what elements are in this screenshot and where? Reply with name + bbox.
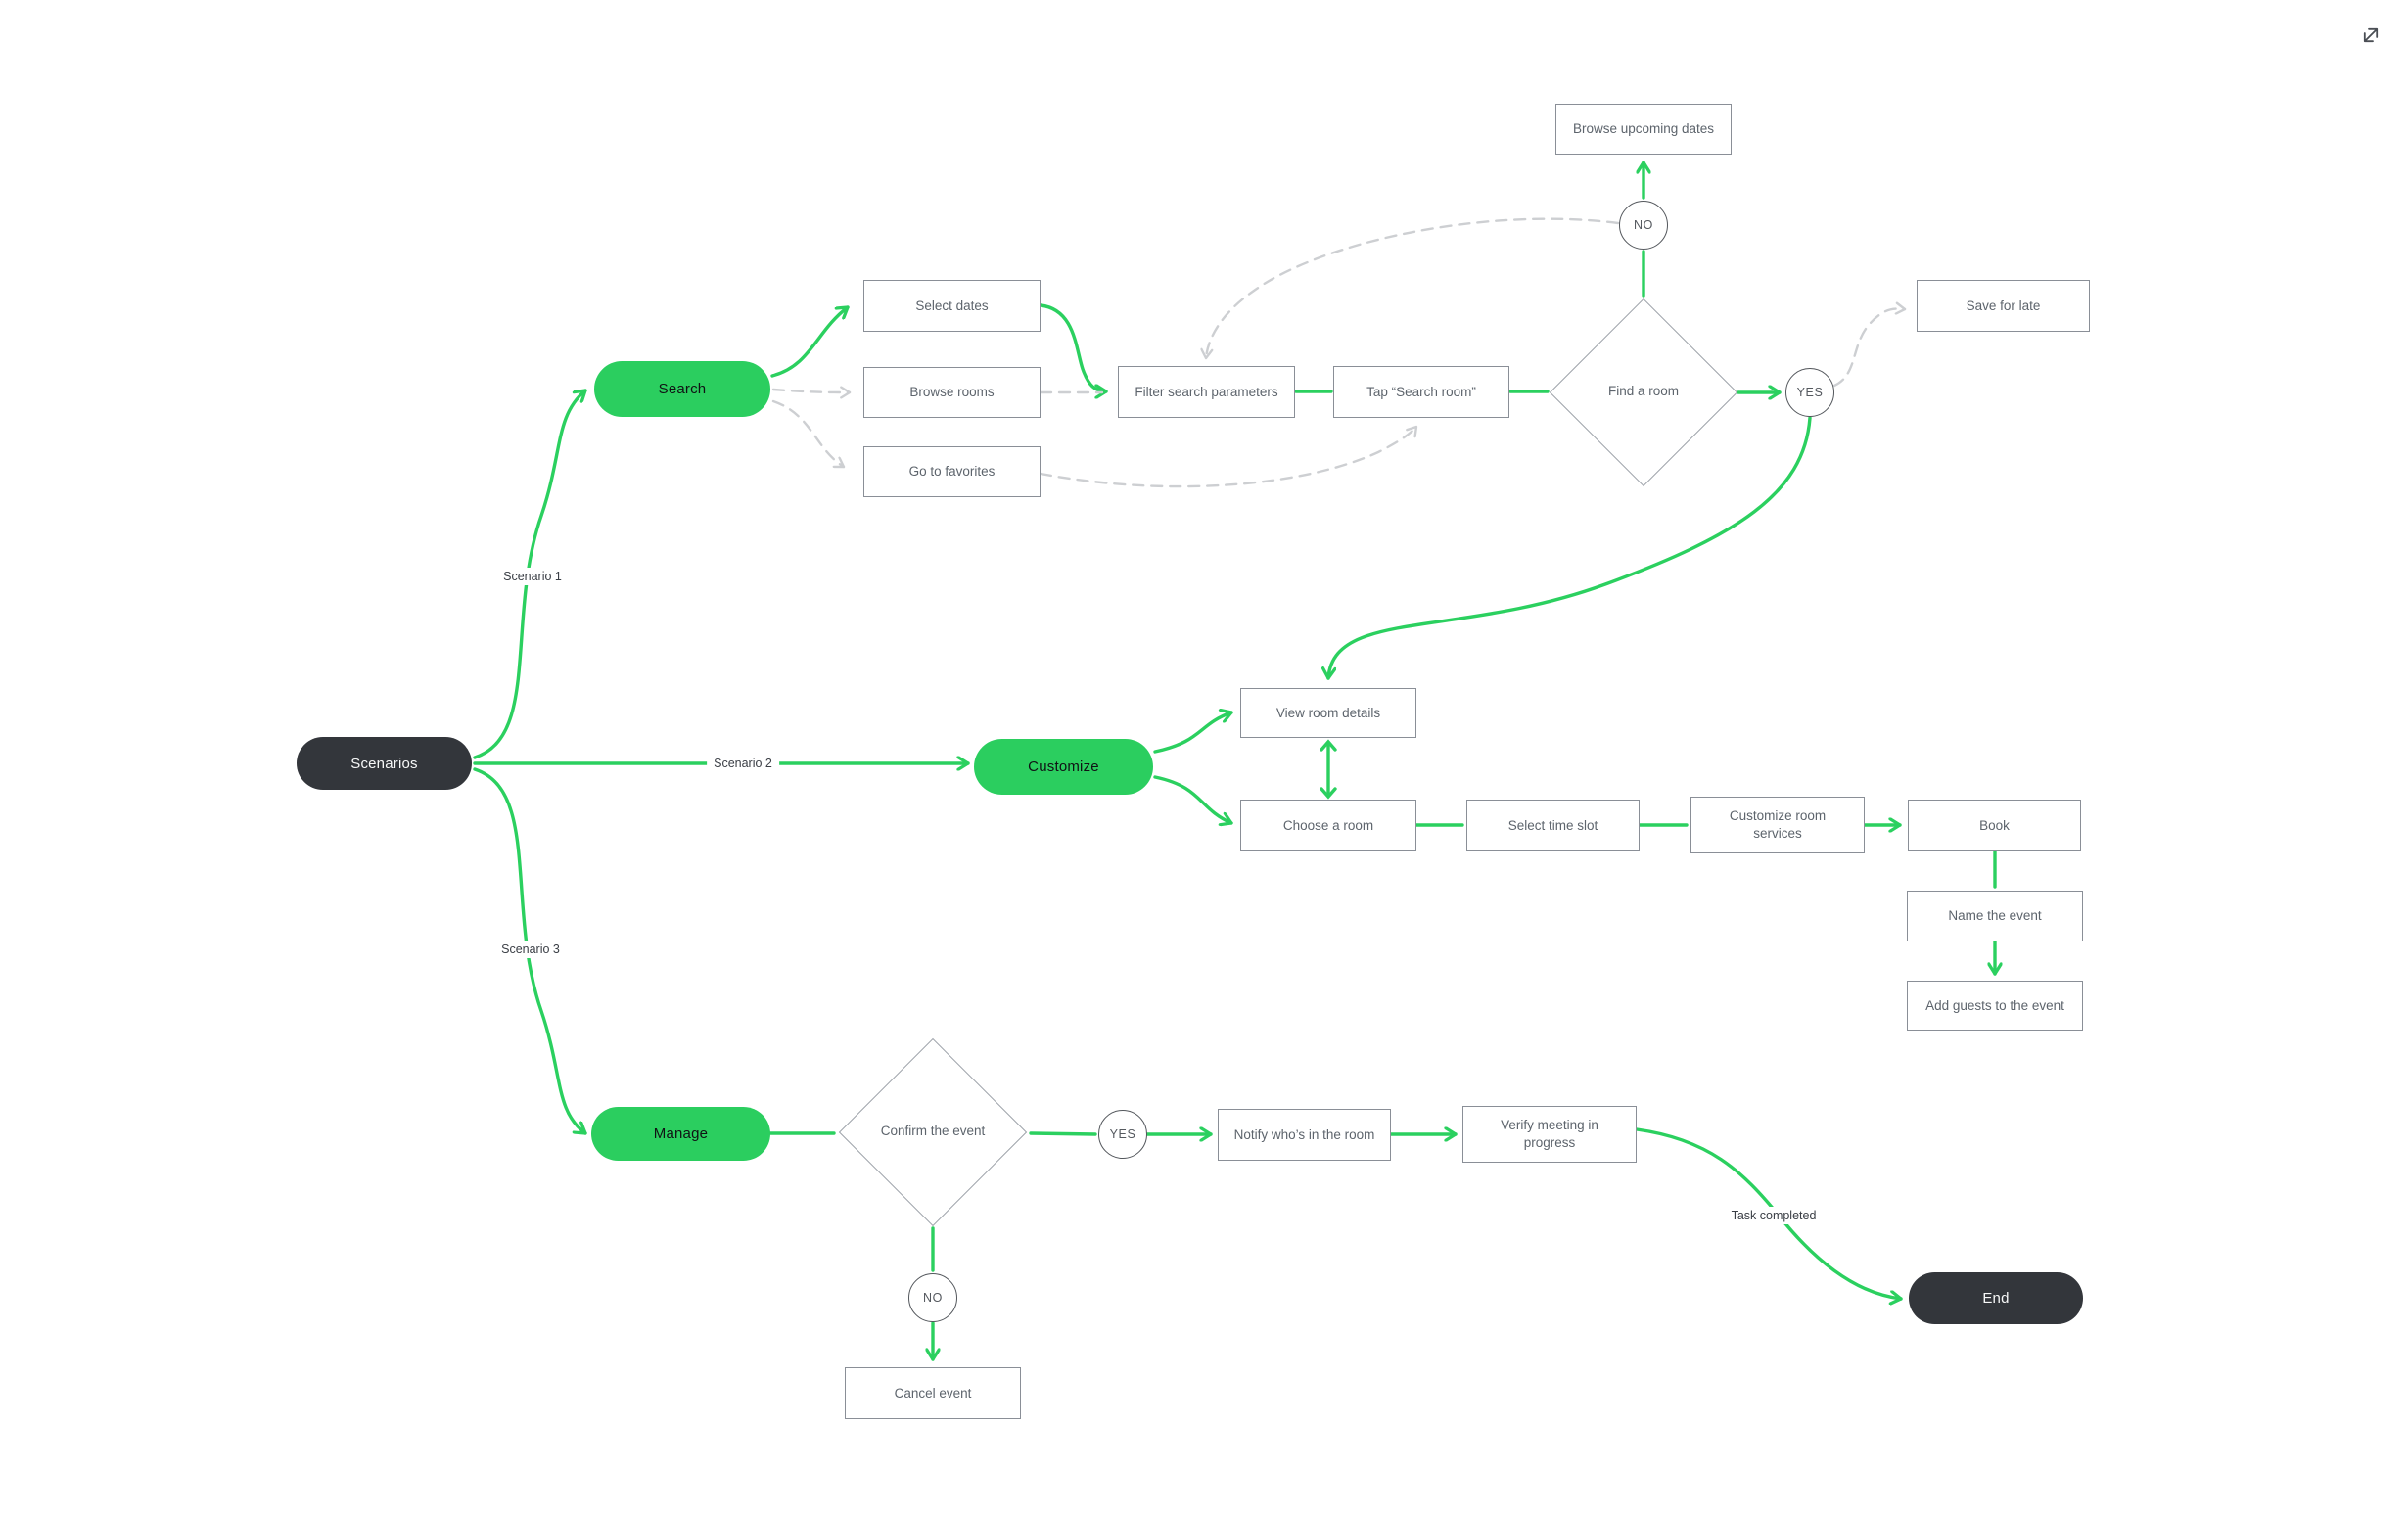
edge-select-dates-filter bbox=[1039, 303, 1108, 391]
end-node[interactable]: End bbox=[1909, 1272, 2083, 1324]
step-choose-a-room[interactable]: Choose a room bbox=[1240, 800, 1416, 851]
decision-result-no-search[interactable]: NO bbox=[1619, 201, 1668, 250]
edge-search-browse-rooms bbox=[771, 390, 852, 392]
edge-search-select-dates bbox=[770, 305, 850, 378]
step-tap-search-room[interactable]: Tap “Search room” bbox=[1333, 366, 1509, 418]
step-name-the-event[interactable]: Name the event bbox=[1907, 891, 2083, 941]
step-add-guests-to-the-event[interactable]: Add guests to the event bbox=[1907, 981, 2083, 1031]
edge-yes-save-for-late bbox=[1832, 309, 1907, 388]
step-verify-meeting-in-progress[interactable]: Verify meeting in progress bbox=[1462, 1106, 1637, 1163]
edge-view-choose-arrow-up bbox=[1320, 739, 1337, 752]
edge-yes-view-room-details bbox=[1328, 416, 1812, 680]
branch-node-customize[interactable]: Customize bbox=[974, 739, 1153, 795]
edge-customize-view-room-details bbox=[1153, 712, 1233, 754]
step-save-for-late[interactable]: Save for late bbox=[1917, 280, 2090, 332]
step-customize-room-services[interactable]: Customize room services bbox=[1690, 797, 1865, 853]
edge-label-scenario-2: Scenario 2 bbox=[707, 755, 779, 772]
step-cancel-event[interactable]: Cancel event bbox=[845, 1367, 1021, 1419]
step-go-to-favorites[interactable]: Go to favorites bbox=[863, 446, 1041, 497]
expand-diagonal-arrows-glyph bbox=[2363, 27, 2379, 43]
edge-label-task-completed: Task completed bbox=[1724, 1207, 1824, 1224]
edge-scenarios-search bbox=[473, 389, 587, 759]
step-verify-meeting-in-progress-label: Verify meeting in progress bbox=[1501, 1118, 1598, 1150]
decision-result-no-manage[interactable]: NO bbox=[908, 1273, 957, 1322]
step-select-dates[interactable]: Select dates bbox=[863, 280, 1041, 332]
edge-no-filter-loop bbox=[1206, 217, 1620, 360]
step-notify-whos-in-the-room[interactable]: Notify who’s in the room bbox=[1218, 1109, 1391, 1161]
branch-node-manage[interactable]: Manage bbox=[591, 1107, 770, 1161]
edge-customize-choose-room bbox=[1153, 775, 1233, 823]
edge-favorites-tap bbox=[1039, 425, 1418, 488]
step-browse-rooms[interactable]: Browse rooms bbox=[863, 367, 1041, 418]
edge-scenarios-manage bbox=[473, 767, 587, 1135]
step-browse-upcoming-dates[interactable]: Browse upcoming dates bbox=[1555, 104, 1732, 155]
edge-confirm-yes bbox=[1029, 1131, 1097, 1136]
step-select-time-slot[interactable]: Select time slot bbox=[1466, 800, 1640, 851]
decision-result-yes-manage[interactable]: YES bbox=[1098, 1110, 1147, 1159]
edge-view-choose-arrow-down bbox=[1320, 787, 1337, 800]
step-filter-search-parameters[interactable]: Filter search parameters bbox=[1118, 366, 1295, 418]
decision-result-yes-search[interactable]: YES bbox=[1785, 368, 1834, 417]
edge-label-scenario-3: Scenario 3 bbox=[494, 941, 567, 958]
branch-node-search[interactable]: Search bbox=[594, 361, 770, 417]
expand-icon[interactable] bbox=[2351, 16, 2390, 55]
step-customize-room-services-label: Customize room services bbox=[1729, 808, 1827, 841]
start-node-scenarios[interactable]: Scenarios bbox=[297, 737, 472, 790]
edge-label-scenario-1: Scenario 1 bbox=[496, 568, 569, 585]
step-view-room-details[interactable]: View room details bbox=[1240, 688, 1416, 738]
step-book[interactable]: Book bbox=[1908, 800, 2081, 851]
edge-search-favorites bbox=[771, 399, 846, 469]
